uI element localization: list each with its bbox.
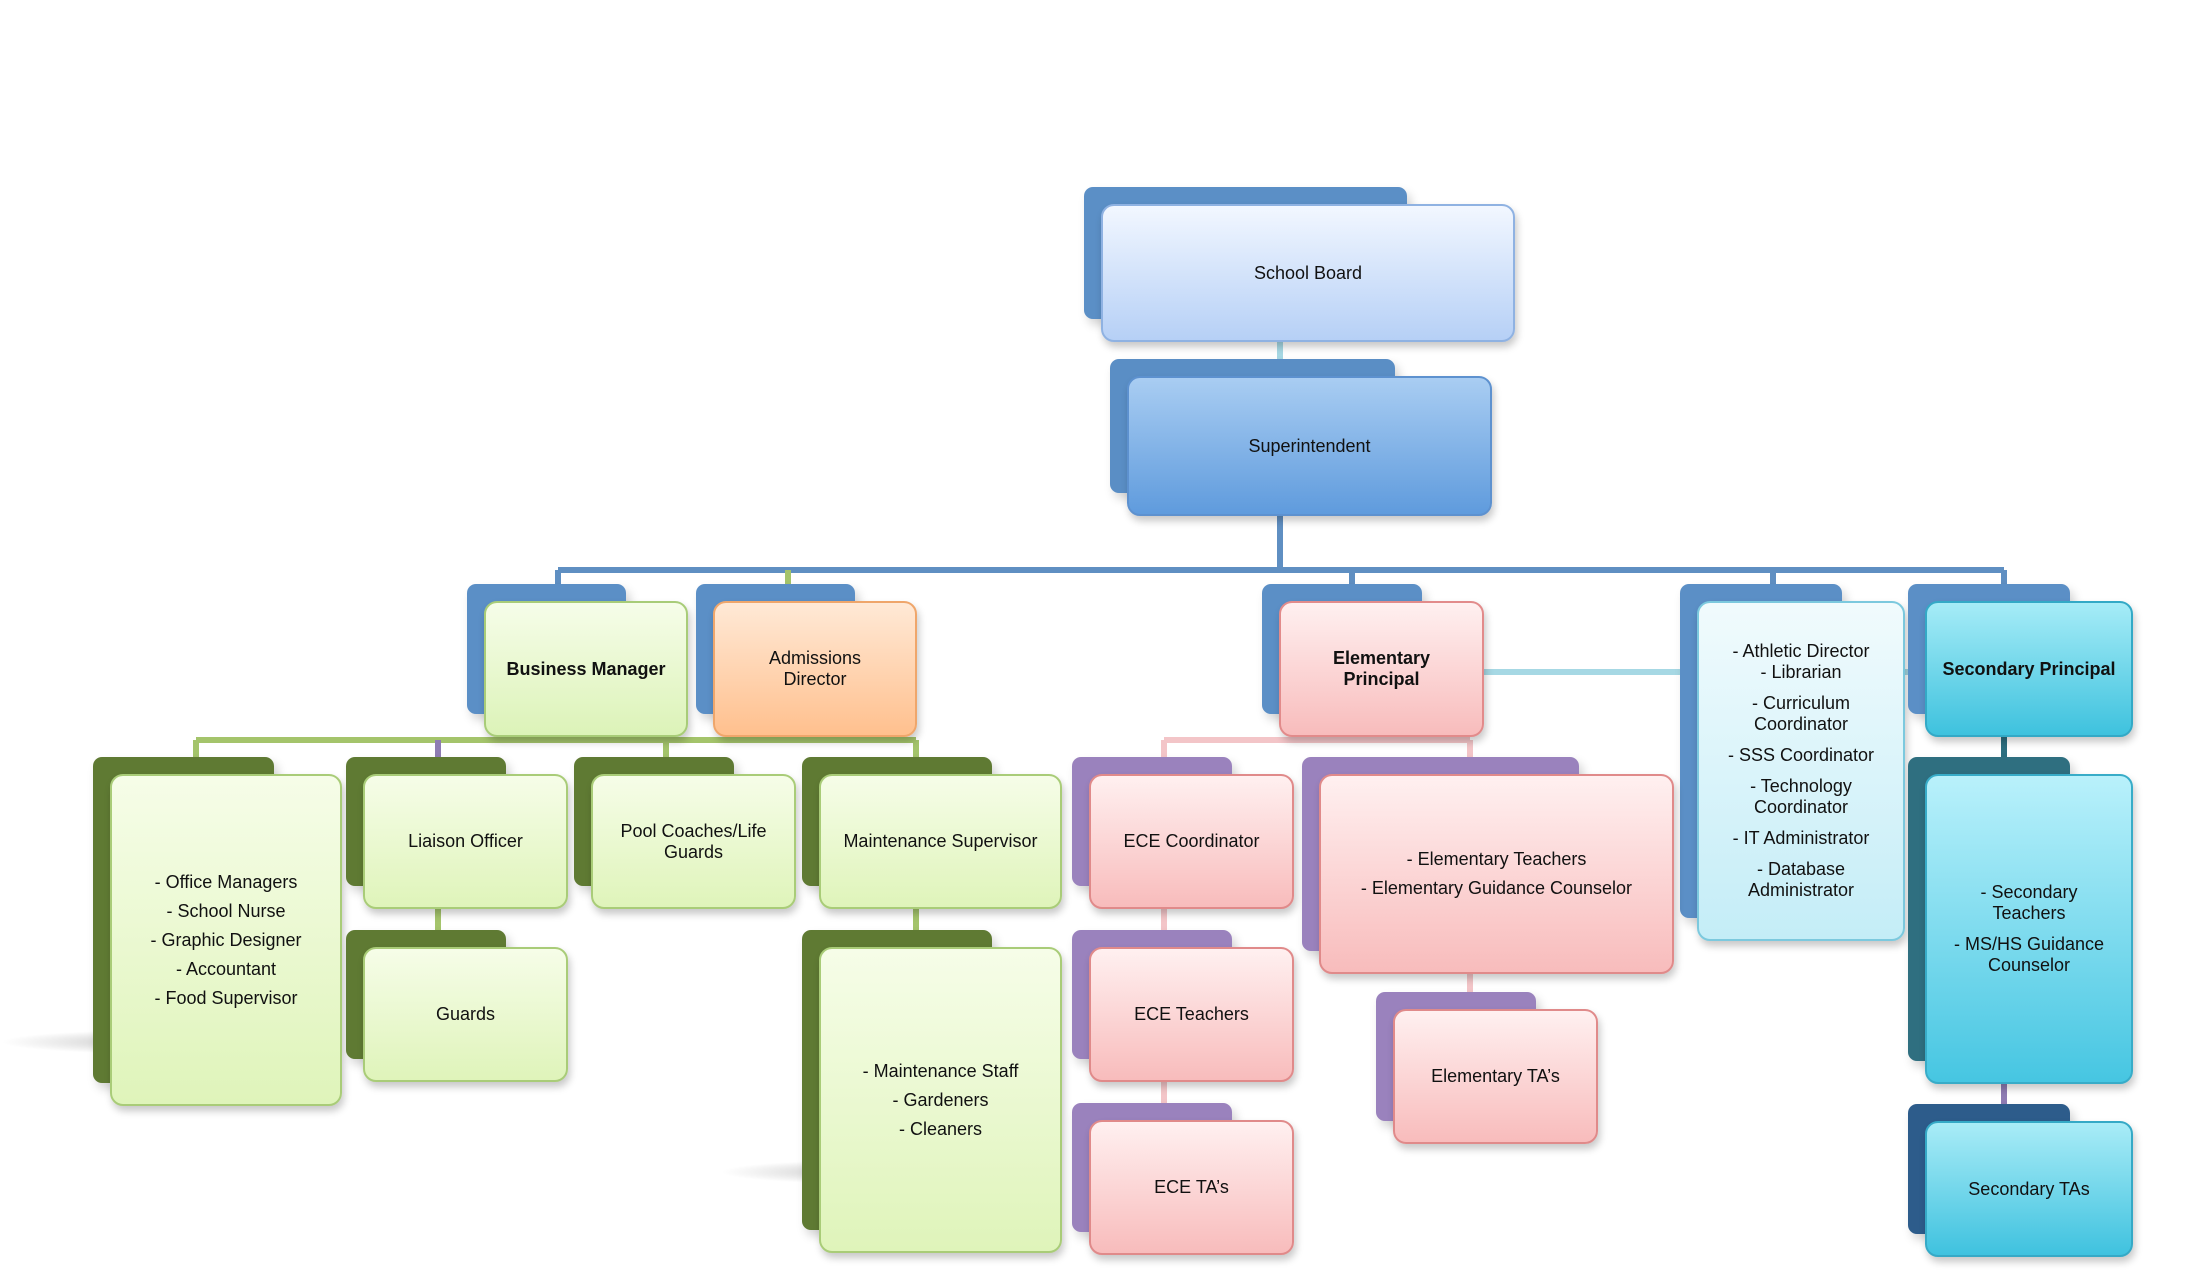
- node-text-line: - Cleaners: [898, 1118, 983, 1139]
- node-text-line: Teachers: [1992, 903, 2066, 923]
- node-box: Elementary TA’s: [1393, 1009, 1598, 1144]
- node-text-line: Guards: [663, 841, 724, 862]
- org-node-ece-teachers: ECE Teachers: [1072, 930, 1294, 1082]
- node-text-line: Secondary TAs: [1968, 1178, 2090, 1199]
- node-box: Superintendent: [1127, 376, 1492, 516]
- node-text-line: - IT Administrator: [1732, 828, 1870, 848]
- node-text-line: - Librarian: [1760, 662, 1842, 682]
- org-node-guards: Guards: [346, 930, 568, 1082]
- node-text-line: - Elementary Teachers: [1406, 849, 1587, 869]
- node-text-line: Coordinator: [1753, 797, 1849, 817]
- node-box: Business Manager: [484, 601, 688, 737]
- org-node-elementary-teachers: - Elementary Teachers - Elementary Guidan…: [1302, 757, 1674, 974]
- node-text-line: - Accountant: [175, 958, 277, 979]
- node-text-line: Liaison Officer: [408, 831, 523, 851]
- node-text-line: Elementary TA’s: [1431, 1066, 1560, 1086]
- node-text-line: Superintendent: [1248, 435, 1371, 456]
- node-text-line: - Database: [1756, 859, 1846, 879]
- node-text-line: Pool Coaches/Life: [620, 820, 767, 841]
- node-text-line: - Gardeners: [892, 1089, 989, 1110]
- org-node-superintendent: Superintendent: [1110, 359, 1492, 516]
- node-text-line: Director: [783, 669, 847, 689]
- node-text-line: Coordinator: [1753, 714, 1849, 734]
- node-text-line: - Athletic Director: [1732, 641, 1870, 661]
- node-text-line: - School Nurse: [166, 900, 286, 921]
- org-node-secondary-principal: Secondary Principal: [1908, 584, 2133, 737]
- node-box: Liaison Officer: [363, 774, 568, 909]
- org-node-school-board: School Board: [1084, 187, 1515, 342]
- node-text-line: Business Manager: [506, 658, 666, 679]
- node-box: School Board: [1101, 204, 1515, 342]
- node-box: - Maintenance Staff - Gardeners - Cleaners: [819, 947, 1062, 1253]
- node-text-line: - Elementary Guidance Counselor: [1360, 878, 1633, 898]
- org-node-secondary-tas: Secondary TAs: [1908, 1104, 2133, 1257]
- org-node-support-staff: - Athletic Director- Librarian - Curricul…: [1680, 584, 1905, 941]
- node-box: Maintenance Supervisor: [819, 774, 1062, 909]
- node-text-line: Administrator: [1747, 880, 1855, 900]
- node-text-line: Admissions: [768, 648, 862, 668]
- node-text-line: School Board: [1253, 262, 1363, 283]
- node-text-line: Counselor: [1987, 955, 2071, 975]
- org-node-maintenance-staff: - Maintenance Staff - Gardeners - Cleaners: [802, 930, 1062, 1253]
- node-text-line: Secondary Principal: [1942, 658, 2116, 679]
- node-box: ECE TA’s: [1089, 1120, 1294, 1255]
- node-box: Secondary Principal: [1925, 601, 2133, 737]
- org-node-maintenance-supervisor: Maintenance Supervisor: [802, 757, 1062, 909]
- node-box: - Office Managers - School Nurse - Graphic…: [110, 774, 342, 1106]
- node-text-line: ECE Coordinator: [1123, 831, 1260, 851]
- node-text-line: Guards: [435, 1004, 496, 1024]
- node-text-line: ECE TA’s: [1154, 1177, 1229, 1197]
- org-node-business-manager: Business Manager: [467, 584, 688, 737]
- org-node-elementary-tas: Elementary TA’s: [1376, 992, 1598, 1144]
- org-node-ece-coordinator: ECE Coordinator: [1072, 757, 1294, 909]
- org-node-ece-tas: ECE TA’s: [1072, 1103, 1294, 1255]
- node-box: - Athletic Director- Librarian - Curricul…: [1697, 601, 1905, 941]
- node-text-line: - SSS Coordinator: [1727, 745, 1875, 765]
- node-text-line: - Curriculum: [1751, 693, 1850, 713]
- node-text-line: - Maintenance Staff: [862, 1060, 1019, 1081]
- node-text-line: - Technology: [1750, 776, 1852, 796]
- node-box: - Elementary Teachers - Elementary Guidan…: [1319, 774, 1674, 974]
- node-text-line: - Secondary: [1980, 882, 2078, 902]
- node-text-line: - Office Managers: [154, 871, 298, 892]
- org-node-office-staff: - Office Managers - School Nurse - Graphic…: [93, 757, 342, 1106]
- node-text-line: - Graphic Designer: [150, 929, 302, 950]
- node-text-line: - MS/HS Guidance: [1953, 934, 2105, 954]
- node-box: Secondary TAs: [1925, 1121, 2133, 1257]
- node-text-line: - Food Supervisor: [154, 987, 298, 1008]
- node-text-line: ECE Teachers: [1134, 1004, 1249, 1024]
- node-box: ECE Coordinator: [1089, 774, 1294, 909]
- node-text-line: Maintenance Supervisor: [843, 831, 1038, 851]
- node-box: Guards: [363, 947, 568, 1082]
- node-box: ECE Teachers: [1089, 947, 1294, 1082]
- node-text-line: Elementary: [1332, 648, 1431, 668]
- org-node-liaison-officer: Liaison Officer: [346, 757, 568, 909]
- node-text-line: Principal: [1343, 669, 1420, 689]
